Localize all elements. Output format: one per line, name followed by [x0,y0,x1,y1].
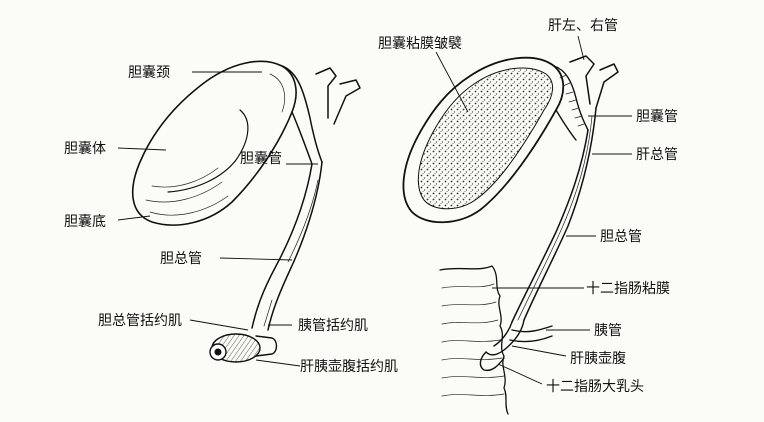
left-gallbladder-shading [145,73,285,216]
right-pancreatic-duct [509,325,553,343]
left-labels: 胆囊颈 胆囊体 胆囊管 胆囊底 胆总管 胆总管括约肌 胰管括约肌 肝胰壶腹括约肌 [64,64,398,375]
left-common-bile-duct [251,161,323,331]
left-gallbladder-ridge [167,109,249,193]
left-ampulla-lumen [214,348,222,356]
label-gallbladder-neck: 胆囊颈 [128,64,170,81]
label-cbd-sphincter: 胆总管括约肌 [98,313,182,329]
label-right-cystic-duct: 胆囊管 [636,108,678,125]
label-gallbladder-fundus: 胆囊底 [64,213,106,230]
label-common-hepatic-duct: 肝总管 [636,147,678,163]
left-hepatic-ducts [315,67,361,125]
label-left-common-bile-duct: 胆总管 [160,251,202,267]
right-duodenal-wall [439,265,509,415]
label-pancreatic-duct: 胰管 [594,323,622,339]
label-ampulla-sphincter: 肝胰壶腹括约肌 [300,358,398,375]
right-labels: 胆囊粘膜皱襞 肝左、右管 胆囊管 肝总管 胆总管 十二指肠粘膜 胰管 肝胰壶腹 … [378,18,678,395]
left-duct-shading [263,179,319,327]
label-hepatic-ducts: 肝左、右管 [548,18,618,34]
label-ampulla: 肝胰壶腹 [570,350,626,367]
right-hepatic-ducts [569,55,619,109]
right-ampulla [485,319,525,356]
right-gallbladder-drawing [402,55,619,415]
label-gallbladder-body: 胆囊体 [64,140,106,157]
right-common-bile-duct [511,107,597,323]
right-cystic-duct-folds [559,74,585,127]
left-leader-lines [117,71,318,367]
right-duct-inner-line [517,115,593,321]
right-leader-lines [435,35,632,385]
left-cystic-duct [281,65,323,165]
label-major-papilla: 十二指肠大乳头 [546,379,644,395]
left-gallbladder-drawing [132,60,361,363]
label-left-cystic-duct: 胆囊管 [240,150,282,167]
left-gallbladder-outline [132,60,297,226]
right-gallbladder-mucosa [417,67,553,210]
label-right-common-bile-duct: 胆总管 [600,229,642,245]
right-cystic-duct [553,65,589,141]
label-duodenal-mucosa: 十二指肠粘膜 [586,281,670,297]
left-pancreatic-duct-stub [255,335,278,357]
right-duodenal-folds [441,283,505,397]
label-mucosal-folds: 胆囊粘膜皱襞 [378,35,462,52]
label-pancreatic-sphincter: 胰管括约肌 [298,318,368,334]
